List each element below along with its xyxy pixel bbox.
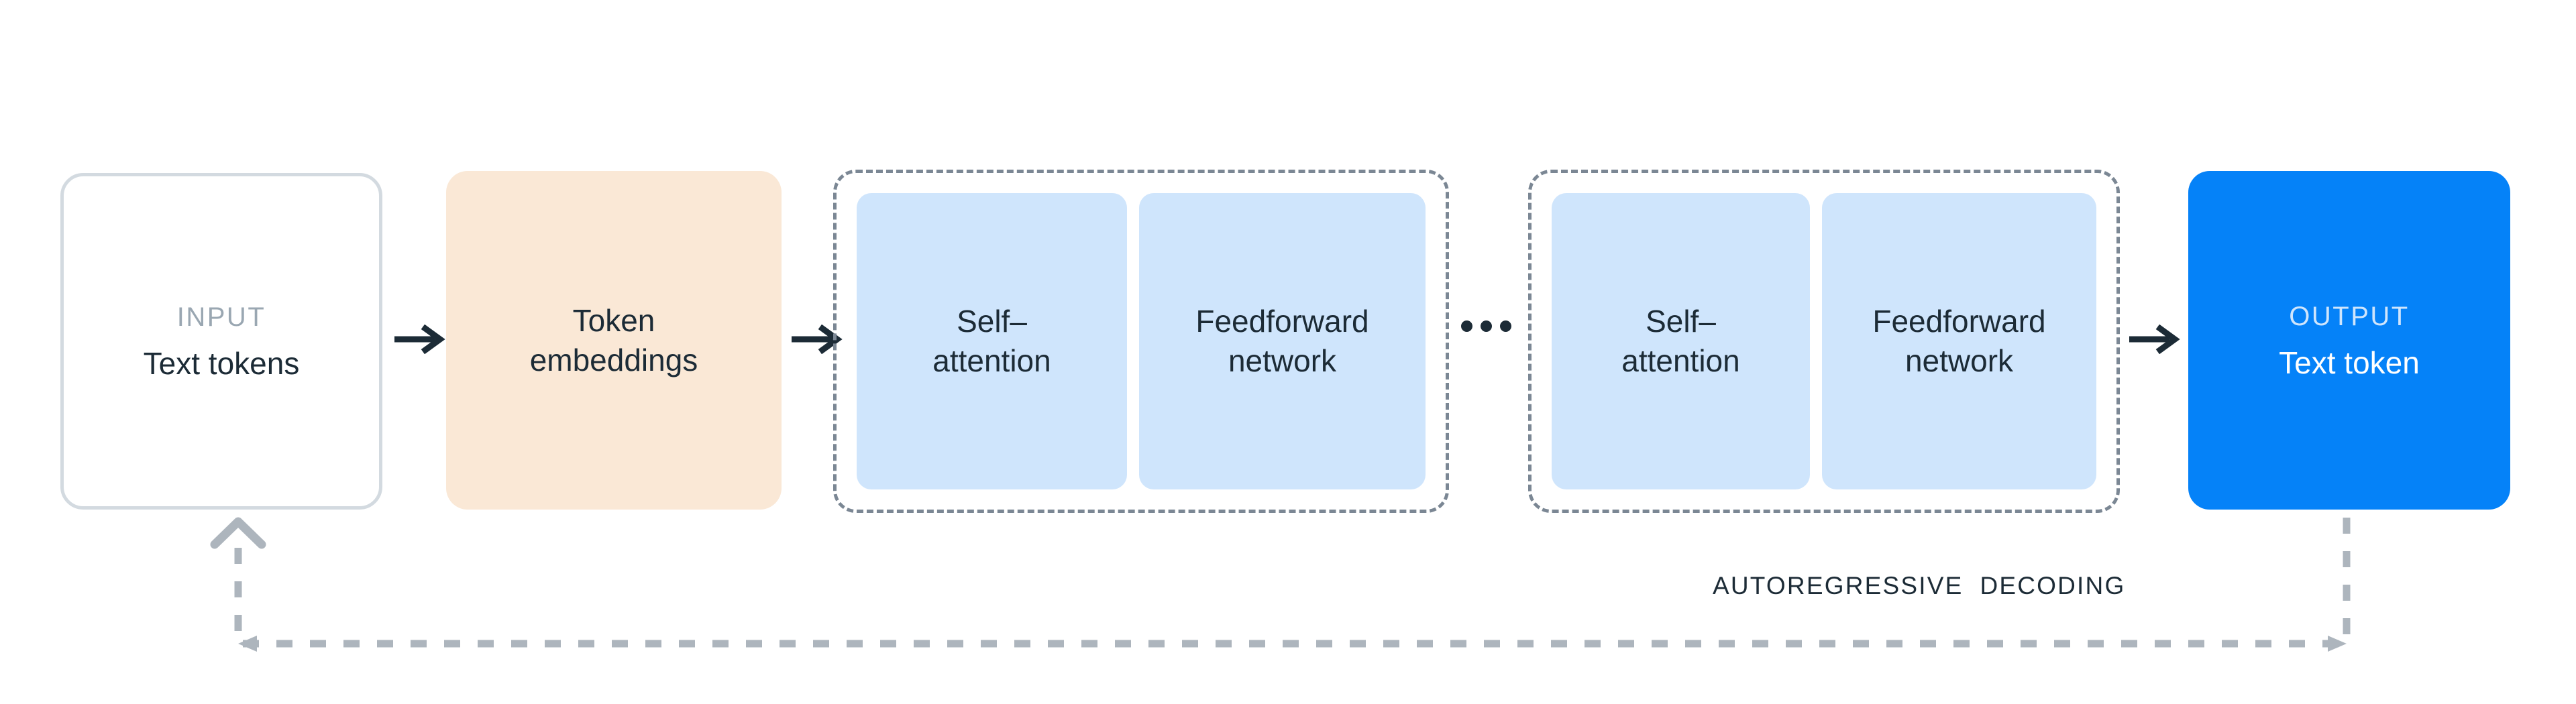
output-title-label: Text token <box>2279 345 2420 380</box>
input-title-label: Text tokens <box>143 346 300 381</box>
self-attention-line1: Self– <box>1646 304 1716 339</box>
feedforward-network-sublayer: Feedforward network <box>1822 193 2096 489</box>
arrow-right-icon <box>394 325 445 354</box>
token-embeddings-line2: embeddings <box>529 342 698 377</box>
ellipsis-dot <box>1500 320 1511 332</box>
arrow-right-icon <box>792 325 843 354</box>
self-attention-line2: attention <box>1621 343 1740 378</box>
self-attention-sublayer: Self– attention <box>1552 193 1810 489</box>
input-kicker-label: INPUT <box>176 302 266 332</box>
feedforward-line1: Feedforward <box>1195 304 1369 339</box>
ellipsis-dot <box>1461 320 1472 332</box>
output-kicker-label: OUTPUT <box>2289 301 2410 331</box>
ellipsis-icon <box>1461 320 1511 332</box>
self-attention-sublayer: Self– attention <box>857 193 1127 489</box>
transformer-block-first: Self– attention Feedforward network <box>833 170 1449 513</box>
feedback-corner-cap <box>2328 636 2347 652</box>
self-attention-line1: Self– <box>957 304 1027 339</box>
token-embeddings-label: Token embeddings <box>530 301 698 380</box>
feedforward-network-sublayer: Feedforward network <box>1139 193 1426 489</box>
token-embeddings-node: Token embeddings <box>446 171 782 510</box>
arrow-up-icon <box>210 517 266 549</box>
transformer-block-last: Self– attention Feedforward network <box>1528 170 2120 513</box>
feedforward-line2: network <box>1228 343 1337 378</box>
autoregressive-decoding-label: AUTOREGRESSIVE DECODING <box>1713 572 2126 599</box>
token-embeddings-line1: Token <box>572 302 655 338</box>
input-node: INPUT Text tokens <box>60 173 382 510</box>
arrow-left-head-icon <box>238 636 257 652</box>
ellipsis-dot <box>1481 320 1492 332</box>
feedforward-line1: Feedforward <box>1872 304 2046 339</box>
output-node: OUTPUT Text token <box>2188 171 2510 510</box>
feedforward-line2: network <box>1904 343 2014 378</box>
arrow-right-icon <box>2129 325 2180 354</box>
self-attention-line2: attention <box>932 343 1051 378</box>
